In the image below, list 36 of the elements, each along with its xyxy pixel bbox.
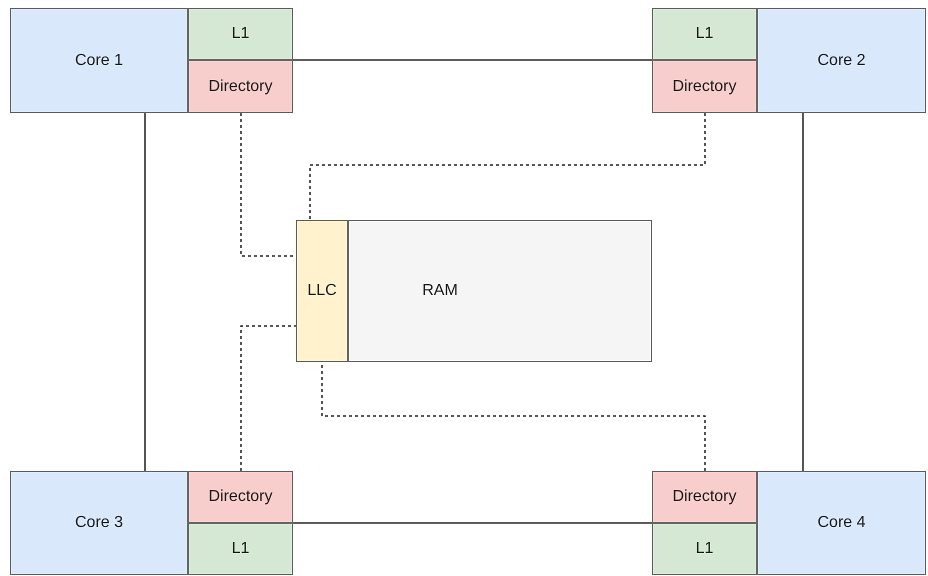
node-label: Directory	[208, 76, 272, 96]
node-label: LLC	[307, 281, 337, 301]
directory-box	[652, 471, 757, 523]
memory-box	[348, 220, 652, 362]
dashed-connector	[240, 113, 296, 257]
directory-box	[652, 60, 757, 113]
connector-line	[293, 522, 652, 524]
node-label: Directory	[672, 76, 736, 96]
core-box	[757, 471, 926, 575]
node-label: L1	[696, 24, 714, 44]
cache-box	[652, 8, 757, 60]
connector-line	[293, 59, 652, 61]
node-label: Core 4	[817, 513, 866, 533]
core-box	[10, 471, 188, 575]
cache-box	[188, 523, 293, 575]
dashed-connector	[240, 325, 296, 471]
dashed-connector	[321, 362, 706, 471]
node-label: Core 1	[74, 50, 124, 70]
cache-box	[652, 523, 757, 575]
node-label: L1	[232, 24, 250, 44]
core-box	[757, 8, 926, 113]
cache-box	[188, 8, 293, 60]
node-label: L1	[696, 539, 714, 559]
node-label: L1	[232, 539, 250, 559]
node-label: Core 2	[817, 50, 866, 70]
node-label: RAM	[422, 281, 458, 301]
core-box	[10, 8, 188, 113]
directory-box	[188, 60, 293, 113]
dashed-connector	[309, 113, 706, 220]
directory-box	[188, 471, 293, 523]
connector-line	[144, 113, 146, 471]
node-label: Directory	[208, 487, 272, 507]
connector-line	[802, 113, 804, 471]
cache-box	[296, 220, 348, 362]
node-label: Directory	[672, 487, 736, 507]
node-label: Core 3	[74, 513, 124, 533]
